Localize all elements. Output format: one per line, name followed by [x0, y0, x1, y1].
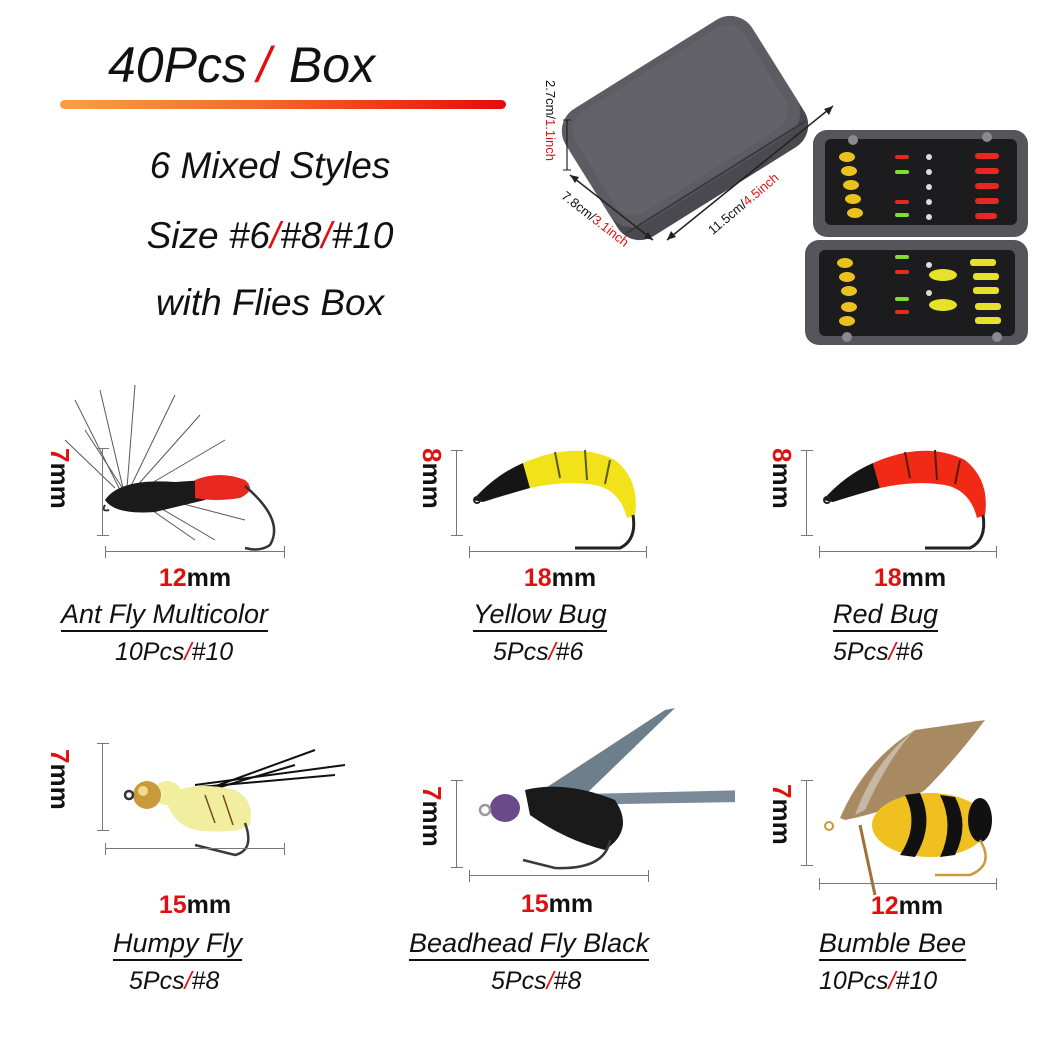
- length-ruler: [819, 878, 997, 890]
- height-label: 8mm: [417, 448, 447, 509]
- title-underline-bar: [60, 100, 506, 109]
- fly-count: 5Pcs/#8: [491, 967, 582, 995]
- ant-fly-image: [64, 384, 276, 551]
- height-label: 8mm: [767, 448, 797, 509]
- height-ruler: [451, 450, 463, 536]
- fly-count: 5Pcs/#6: [833, 638, 924, 666]
- length-ruler: [105, 843, 285, 855]
- box-height-label: 2.7cm/1.1inch: [543, 80, 558, 161]
- fly-card-red-bug: 8mm 18mm Red Bug 5Pcs/#6: [755, 380, 1050, 700]
- height-ruler: [801, 450, 813, 536]
- fly-card-ant-fly-multicolor: 7mm 12mm Ant Fly Multicolor 10Pcs/#10: [45, 380, 375, 700]
- beadhead-fly-image: [478, 708, 735, 870]
- height-label: 7mm: [417, 786, 447, 847]
- length-label: 12mm: [158, 564, 232, 592]
- fly-count: 10Pcs/#10: [115, 638, 234, 666]
- length-ruler: [819, 546, 997, 558]
- fly-count: 5Pcs/#8: [129, 967, 220, 995]
- height-ruler: [451, 780, 463, 868]
- fly-name: Ant Fly Multicolor: [61, 598, 269, 632]
- flies-box-line: with Flies Box: [155, 282, 385, 323]
- title-sep: /: [256, 37, 271, 93]
- fly-card-beadhead-fly-black: 7mm 15mm Beadhead Fly Black 5Pcs/#8: [405, 690, 735, 1010]
- open-fly-box-image: [805, 130, 1028, 345]
- length-label: 12mm: [870, 892, 944, 920]
- fly-count: 5Pcs/#6: [493, 638, 584, 666]
- fly-count: 10Pcs/#10: [819, 967, 938, 995]
- length-ruler: [105, 546, 285, 558]
- title-qty: 40Pcs: [108, 37, 247, 93]
- length-label: 15mm: [158, 891, 232, 919]
- humpy-fly-image: [123, 749, 346, 857]
- fly-name: Yellow Bug: [473, 598, 607, 632]
- height-ruler: [801, 780, 813, 866]
- length-ruler: [469, 546, 647, 558]
- fly-name: Humpy Fly: [113, 927, 243, 961]
- fly-name: Beadhead Fly Black: [409, 927, 650, 961]
- styles-line: 6 Mixed Styles: [149, 145, 391, 186]
- dimension-arrows: [563, 105, 834, 241]
- fly-card-bumble-bee: 7mm 12mm Bumble Bee 10Pcs/#10: [755, 700, 1050, 1020]
- yellow-bug-image: [473, 449, 636, 550]
- height-ruler: [97, 743, 109, 831]
- height-ruler: [97, 448, 109, 536]
- height-label: 7mm: [45, 448, 75, 509]
- fly-card-humpy-fly: 7mm 15mm Humpy Fly 5Pcs/#8: [45, 705, 375, 1025]
- title-unit: Box: [288, 37, 376, 93]
- red-bug-image: [823, 449, 986, 550]
- height-label: 7mm: [45, 749, 75, 810]
- bumble-bee-image: [824, 720, 992, 896]
- size-line: Size #6/#8/#10: [146, 215, 394, 256]
- closed-fly-box-image: [561, 15, 809, 241]
- fly-name: Bumble Bee: [819, 927, 967, 961]
- fly-name: Red Bug: [833, 598, 939, 632]
- fly-card-yellow-bug: 8mm 18mm Yellow Bug 5Pcs/#6: [405, 380, 735, 700]
- length-label: 18mm: [523, 564, 597, 592]
- length-label: 18mm: [873, 564, 947, 592]
- length-label: 15mm: [520, 890, 594, 918]
- length-ruler: [469, 870, 649, 882]
- title: 40Pcs/ Box: [108, 36, 375, 94]
- height-label: 7mm: [767, 784, 797, 845]
